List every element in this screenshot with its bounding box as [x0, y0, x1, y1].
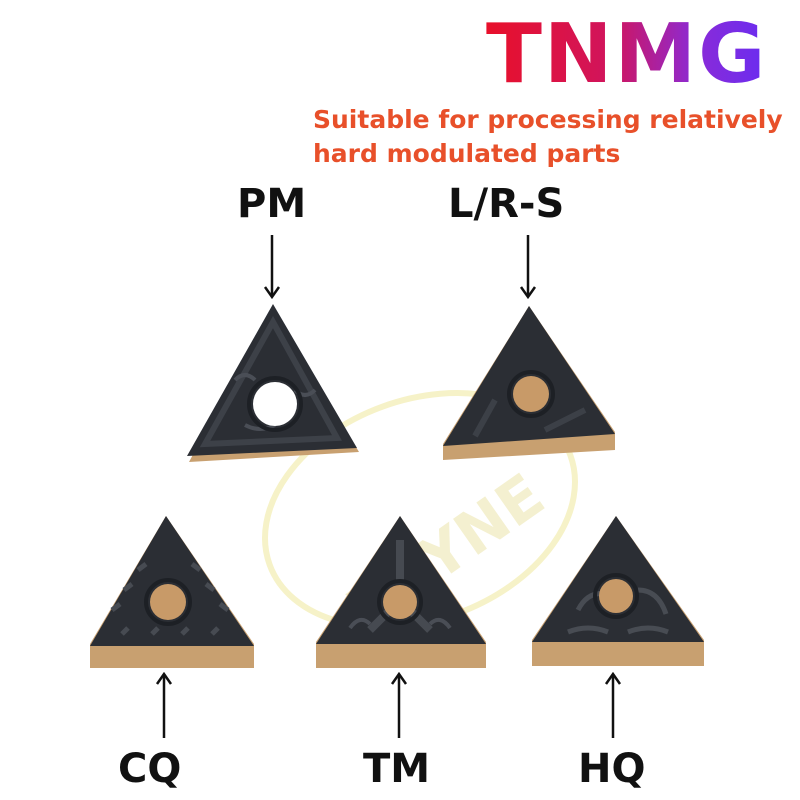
insert-label-tm: TM: [363, 746, 431, 792]
insert-hq-image: [532, 516, 704, 666]
page-subtitle: Suitable for processing relatively hard …: [313, 105, 783, 168]
arrow-down-icon: [263, 235, 281, 300]
arrow-up-icon: [604, 672, 622, 738]
insert-tm-image: [316, 516, 486, 668]
arrow-up-icon: [390, 672, 408, 738]
insert-lrs-image: [443, 306, 615, 460]
insert-cq-image: [90, 516, 254, 668]
page-title: TNMG: [486, 7, 768, 102]
insert-label-hq: HQ: [578, 746, 646, 792]
arrow-down-icon: [519, 235, 537, 300]
insert-pm-image: [187, 304, 359, 462]
insert-label-lrs: L/R-S: [448, 181, 565, 227]
insert-label-cq: CQ: [118, 746, 182, 792]
arrow-up-icon: [155, 672, 173, 738]
insert-label-pm: PM: [237, 181, 307, 227]
